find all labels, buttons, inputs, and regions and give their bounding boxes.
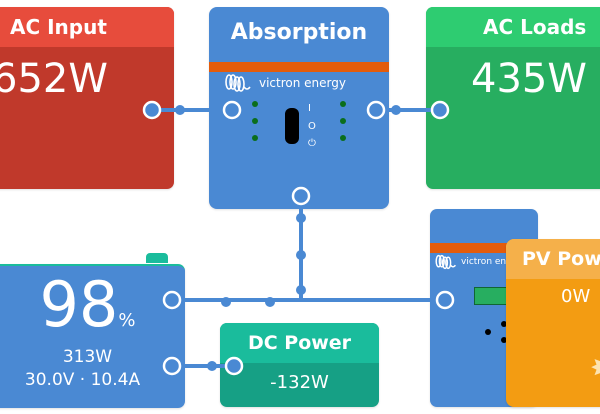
ac-loads-power: 435W [471, 56, 587, 102]
led [252, 101, 258, 107]
flow-dot [296, 250, 306, 260]
battery-voltage-current: 30.0V · 10.4A [24, 370, 141, 390]
pv-power-title: PV Power [506, 239, 600, 279]
dc-power-tile[interactable]: DC Power -132W [220, 323, 379, 407]
led [340, 135, 346, 141]
pv-power-tile[interactable]: PV Power 0W ✸ [506, 239, 600, 407]
battery-soc: 98% [0, 272, 185, 338]
inverter-tile[interactable]: Absorption victron energy I O ⏻ [209, 7, 389, 209]
victron-logo: victron energy [432, 254, 526, 270]
brand-stripe [430, 243, 538, 253]
soc-value: 98 [39, 268, 119, 341]
brand-stripe [209, 62, 389, 72]
flow-dot [265, 297, 275, 307]
led [252, 118, 258, 124]
power-icon: ⏻ [308, 138, 316, 149]
battery-tile[interactable]: 98% 313W 30.0V · 10.4A [0, 264, 185, 408]
button-dot [485, 329, 491, 335]
button-dot [501, 337, 507, 343]
mode-switch[interactable] [285, 108, 299, 144]
ac-loads-title: AC Loads [426, 7, 600, 47]
battery-power: 313W [62, 347, 113, 367]
flow-dot [207, 361, 217, 371]
ac-input-title: AC Input [0, 7, 174, 47]
dc-power-value: -132W [270, 372, 329, 393]
ac-input-power: 652W [0, 56, 108, 102]
victron-coil-icon [225, 74, 251, 92]
led [340, 118, 346, 124]
button-dot [501, 321, 507, 327]
brand-text: victron energy [259, 76, 346, 90]
dc-power-title: DC Power [220, 323, 379, 363]
flow-dot [296, 213, 306, 223]
switch-off-label: O [308, 121, 316, 132]
victron-coil-icon [435, 254, 456, 270]
flow-dot [175, 105, 185, 115]
pv-power-value: 0W [561, 286, 591, 307]
flow-dot [221, 297, 231, 307]
soc-unit: % [118, 310, 136, 331]
switch-on-label: I [308, 103, 311, 114]
led [252, 135, 258, 141]
sun-icon: ✸ [590, 351, 600, 386]
flow-dot [391, 105, 401, 115]
ac-loads-tile[interactable]: AC Loads 435W [426, 7, 600, 189]
battery-terminal [146, 253, 168, 263]
flow-dot [296, 285, 306, 295]
ac-input-tile[interactable]: AC Input 652W [0, 7, 174, 189]
victron-logo: victron energy [221, 73, 346, 93]
brand-text: victron energy [461, 257, 527, 267]
led [340, 101, 346, 107]
inverter-state: Absorption [230, 20, 368, 45]
